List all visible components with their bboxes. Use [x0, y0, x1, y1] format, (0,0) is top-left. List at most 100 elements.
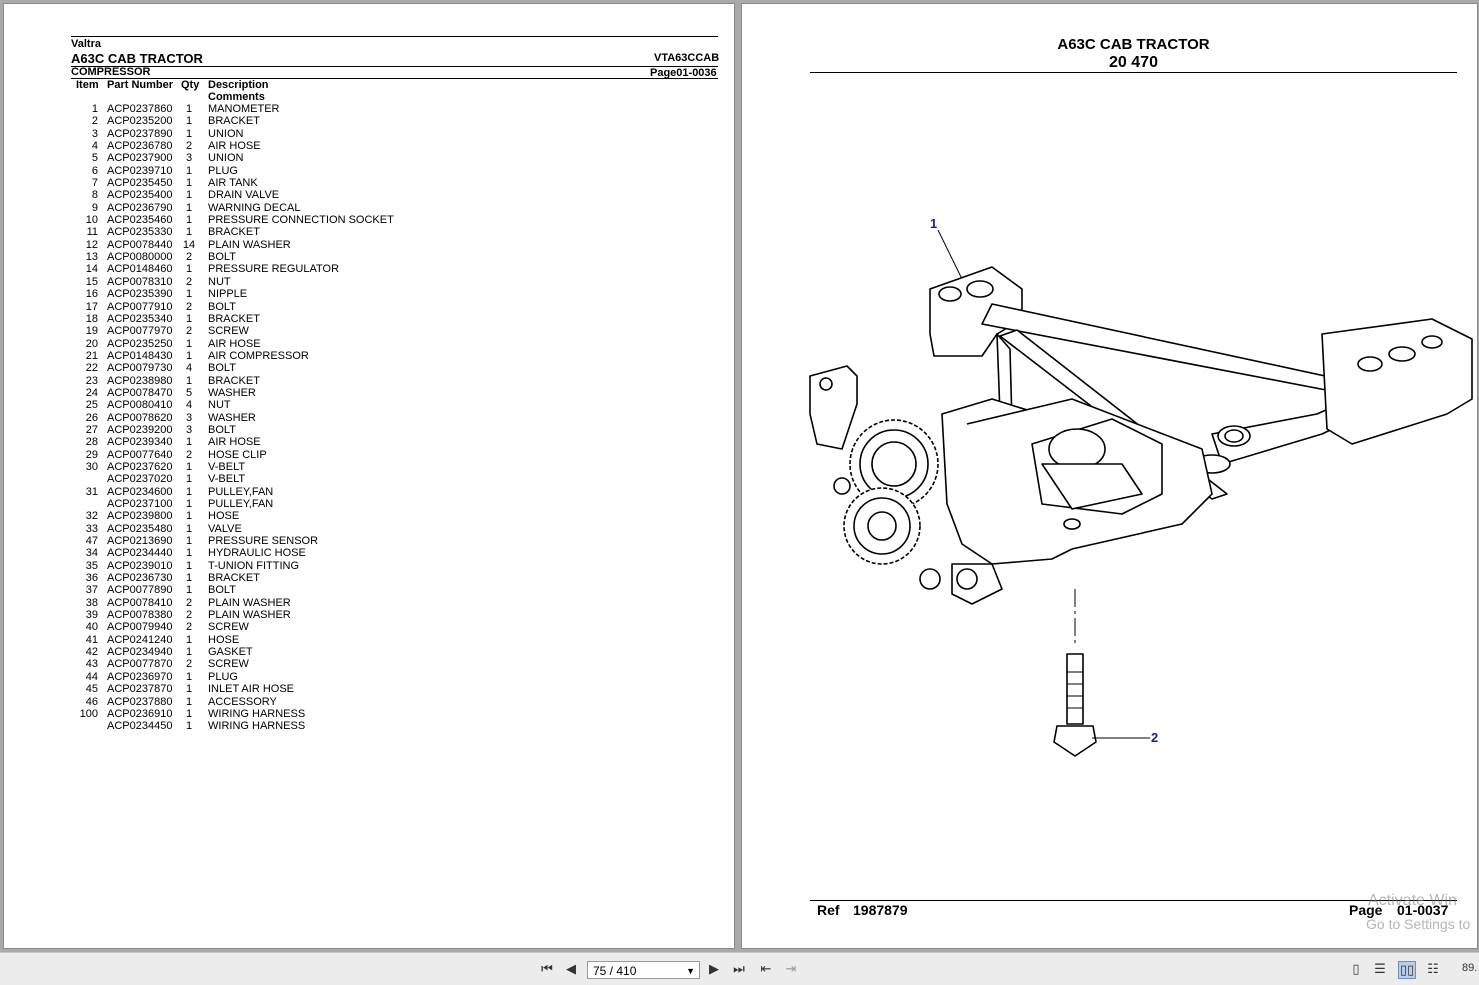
description-cell: SCREW — [208, 325, 249, 338]
part-number-cell: ACP0235450 — [107, 177, 173, 190]
part-number-cell: ACP0236780 — [107, 140, 173, 153]
callout-1[interactable]: 1 — [930, 216, 938, 231]
windows-activation-watermark: Activate Win — [1368, 892, 1457, 909]
item-cell: 15 — [85, 275, 98, 288]
part-number-cell: ACP0235400 — [107, 189, 173, 202]
item-cell: 29 — [85, 448, 98, 461]
description-cell: WIRING HARNESS — [208, 707, 306, 720]
description-cell: SCREW — [208, 658, 249, 671]
description-cell: AIR HOSE — [208, 337, 261, 350]
part-number-cell: ACP0234440 — [107, 547, 173, 560]
description-cell: PLAIN WASHER — [208, 609, 291, 622]
first-page-icon[interactable]: ⏮ — [541, 961, 553, 976]
item-cell: 9 — [91, 201, 98, 214]
item-cell: 41 — [85, 633, 98, 646]
continuous-icon[interactable]: ☰ — [1374, 961, 1386, 976]
part-number-cell: ACP0239800 — [107, 510, 173, 523]
description-cell: V-BELT — [208, 460, 246, 473]
item-cell: 25 — [85, 399, 98, 412]
qty-cell: 1 — [185, 177, 193, 190]
part-number-cell: ACP0077640 — [107, 448, 173, 461]
item-cell: 14 — [85, 263, 98, 276]
qty-cell: 1 — [185, 498, 193, 510]
description-cell: HOSE — [208, 510, 240, 523]
description-cell: NIPPLE — [208, 288, 248, 301]
header-rule-top — [71, 36, 718, 37]
prev-page-icon[interactable]: ◀ — [566, 961, 576, 976]
page-value: 01-0037 — [1397, 902, 1449, 918]
qty-cell: 2 — [185, 658, 193, 671]
part-number-cell: ACP0237900 — [107, 152, 173, 165]
qty-cell: 14 — [182, 238, 196, 251]
windows-activation-watermark-sub: Go to Settings to — [1366, 916, 1471, 932]
last-page-icon[interactable]: ⏭ — [733, 961, 745, 976]
qty-cell: 1 — [185, 312, 193, 325]
qty-cell: 2 — [185, 596, 193, 609]
item-cell: 34 — [85, 547, 98, 560]
part-number-cell: ACP0238980 — [107, 374, 173, 387]
qty-cell: 2 — [185, 140, 193, 153]
go-forward-icon[interactable]: ⇥ — [785, 961, 797, 976]
item-cell: 33 — [85, 522, 98, 535]
item-cell: 24 — [85, 386, 98, 399]
item-cell: 27 — [85, 423, 98, 436]
code-label: VTA63CCAB — [654, 52, 720, 64]
part-number-cell: ACP0078380 — [107, 609, 173, 622]
page-number-select[interactable]: 75 / 410 ▼ — [587, 961, 700, 979]
compressor-bracket-diagram — [809, 229, 1473, 757]
qty-cell: 1 — [185, 510, 193, 523]
two-page-icon[interactable]: ▯▯ — [1398, 961, 1416, 979]
single-page-icon[interactable]: ▯ — [1352, 961, 1360, 976]
qty-cell: 2 — [185, 251, 193, 264]
part-number-cell: ACP0148460 — [107, 263, 173, 276]
qty-cell: 1 — [185, 547, 193, 560]
two-page-continuous-icon[interactable]: ☷ — [1427, 961, 1439, 976]
ref-value: 1987879 — [853, 902, 908, 918]
next-page-icon[interactable]: ▶ — [709, 961, 719, 976]
qty-cell: 1 — [185, 670, 193, 683]
item-cell: 10 — [85, 214, 98, 227]
part-number-cell: ACP0078440 — [107, 238, 173, 251]
description-cell: BOLT — [208, 362, 236, 375]
item-cell: 21 — [85, 349, 98, 362]
qty-cell: 1 — [185, 460, 193, 473]
part-number-cell: ACP0079730 — [107, 362, 173, 375]
item-cell: 6 — [91, 164, 98, 177]
description-cell: AIR TANK — [208, 177, 258, 190]
ref-label: Ref — [817, 902, 840, 918]
left-page: Valtra A63C CAB TRACTOR VTA63CCAB COMPRE… — [4, 4, 734, 948]
qty-cell: 1 — [185, 337, 193, 350]
callout-2[interactable]: 2 — [1151, 730, 1159, 745]
go-back-icon[interactable]: ⇤ — [760, 961, 772, 976]
description-cell: BRACKET — [208, 572, 260, 585]
description-cell: PRESSURE CONNECTION SOCKET — [208, 214, 394, 227]
item-cell: 11 — [86, 226, 98, 239]
description-cell: PRESSURE REGULATOR — [208, 263, 340, 276]
part-number-cell: ACP0077870 — [107, 658, 173, 671]
description-cell: SCREW — [208, 621, 249, 634]
item-cell: 13 — [85, 251, 98, 264]
qty-cell: 1 — [185, 263, 193, 276]
part-number-cell: ACP0235390 — [107, 288, 173, 301]
part-number-cell: ACP0235250 — [107, 337, 173, 350]
qty-cell: 3 — [185, 152, 193, 165]
part-number-cell: ACP0078620 — [107, 411, 173, 424]
diagram-subtitle: 20 470 — [1109, 54, 1158, 71]
description-cell: BOLT — [208, 584, 236, 597]
item-cell: 30 — [85, 460, 98, 473]
item-cell: 36 — [85, 572, 98, 585]
item-cell: 44 — [85, 670, 98, 683]
description-cell: T-UNION FITTING — [208, 559, 300, 572]
part-number-cell: ACP0237860 — [107, 103, 173, 115]
description-cell: PULLEY,FAN — [208, 498, 274, 510]
part-number-cell: ACP0148430 — [107, 349, 173, 362]
zoom-level[interactable]: 89. — [1462, 962, 1478, 974]
description-cell: PULLEY,FAN — [208, 485, 274, 498]
description-cell: NUT — [208, 399, 231, 412]
part-number-cell: ACP0078310 — [107, 275, 173, 288]
description-cell: BOLT — [208, 423, 236, 436]
qty-cell: 1 — [185, 201, 193, 214]
description-cell: MANOMETER — [208, 103, 280, 115]
col-header-part: Part Number — [107, 79, 174, 91]
description-cell: UNION — [208, 127, 244, 140]
